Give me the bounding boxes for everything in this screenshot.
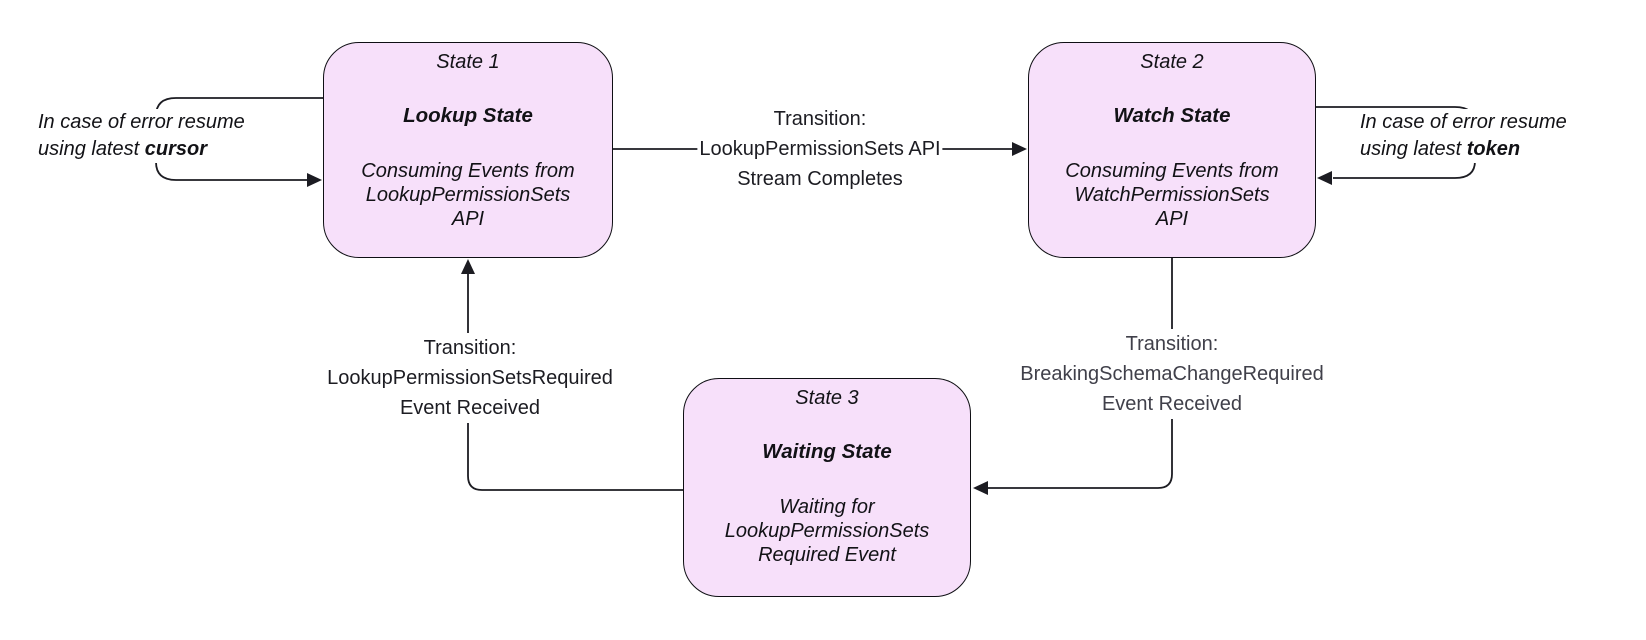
arrowhead-s3-to-s1 — [461, 259, 475, 274]
arrowhead-loop-s2 — [1317, 171, 1332, 185]
arrowhead-s1-to-s2 — [1012, 142, 1027, 156]
transition-label-s3-to-s1: Transition: LookupPermissionSetsRequired… — [325, 333, 615, 423]
state-1-label: State 1 — [436, 51, 500, 73]
state-1-description: Consuming Events from LookupPermissionSe… — [361, 160, 575, 230]
error-note-s1-line1: In case of error resume — [38, 111, 245, 133]
arrow-s2-to-s3 — [988, 258, 1173, 489]
state-1-box: State 1 Lookup State Consuming Events fr… — [323, 42, 613, 258]
arrowhead-loop-s1 — [307, 173, 322, 187]
state-3-box: State 3 Waiting State Waiting for Lookup… — [683, 378, 971, 597]
error-resume-note-state1: In case of error resume using latest cur… — [36, 109, 247, 163]
state-1-title: Lookup State — [403, 104, 533, 127]
arrow-s3-to-s1 — [467, 274, 683, 491]
state-3-title: Waiting State — [762, 440, 892, 463]
state-3-description: Waiting for LookupPermissionSets Require… — [724, 496, 930, 566]
state-2-description: Consuming Events from WatchPermissionSet… — [1065, 160, 1279, 230]
error-note-s2-line1: In case of error resume — [1360, 111, 1567, 133]
error-note-s2-line2: using latest — [1360, 138, 1467, 160]
error-note-s2-keyword: token — [1466, 138, 1521, 160]
error-resume-note-state2: In case of error resume using latest tok… — [1358, 109, 1569, 163]
arrowhead-s2-to-s3 — [973, 481, 988, 495]
transition-label-s2-to-s3: Transition: BreakingSchemaChangeRequired… — [1018, 329, 1326, 419]
state-2-label: State 2 — [1140, 51, 1204, 73]
state-2-box: State 2 Watch State Consuming Events fro… — [1028, 42, 1316, 258]
state-2-title: Watch State — [1113, 104, 1231, 127]
error-note-s1-keyword: cursor — [144, 138, 207, 160]
state-3-label: State 3 — [795, 387, 859, 409]
error-note-s1-line2: using latest — [38, 138, 145, 160]
transition-label-s1-to-s2: Transition: LookupPermissionSets API Str… — [697, 104, 943, 194]
